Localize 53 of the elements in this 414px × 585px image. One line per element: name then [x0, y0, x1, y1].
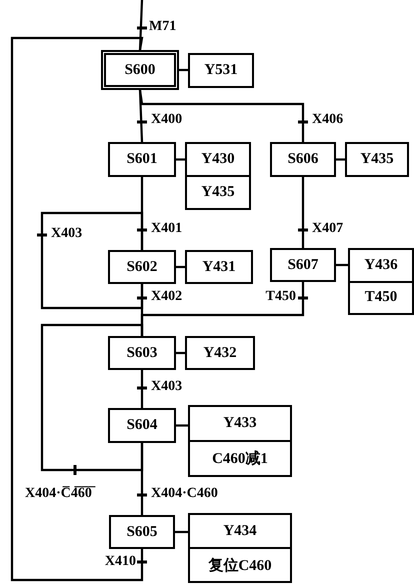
box-text: Y430 [200, 150, 236, 169]
box-text: S602 [126, 258, 158, 276]
box-text: S601 [126, 150, 158, 169]
box-text: Y436 [363, 256, 399, 275]
step-box [270, 248, 336, 282]
step-box [101, 50, 179, 90]
action-box [185, 250, 253, 284]
connector-line [138, 0, 144, 50]
connector-line [302, 177, 304, 248]
connector-line [176, 424, 188, 427]
box-text: C460减1 [190, 440, 290, 475]
action-box [185, 336, 255, 370]
connector-line [176, 158, 185, 161]
connector-line [179, 68, 188, 72]
step-box [109, 515, 175, 549]
box-text: Y435 [187, 175, 249, 208]
action-box [345, 142, 409, 177]
box-text: S605 [126, 522, 158, 542]
step-box [108, 142, 176, 177]
connector-line [40, 212, 144, 310]
connector-line [10, 36, 144, 582]
connector-line [336, 264, 348, 266]
box-text: S607 [286, 256, 320, 274]
box-text: S600 [124, 60, 156, 80]
connector-line [140, 443, 144, 515]
action-box [188, 405, 292, 477]
step-box [270, 142, 336, 177]
connector-line [176, 266, 185, 268]
action-box [185, 142, 251, 210]
box-text: Y432 [202, 344, 238, 362]
box-text: Y433 [222, 414, 258, 433]
box-text: T450 [350, 280, 412, 313]
connector-line [138, 90, 304, 142]
connector-line [140, 370, 144, 408]
connector-line [336, 158, 345, 161]
connector-line [40, 324, 144, 472]
box-text: Y435 [359, 150, 395, 169]
box-text: Y434 [222, 522, 258, 540]
box-text: S606 [286, 150, 320, 169]
connector-line [138, 90, 144, 142]
box-text: S604 [126, 416, 158, 435]
step-box [108, 250, 176, 284]
connector-line [176, 352, 185, 354]
step-box [108, 408, 176, 443]
action-box [188, 53, 254, 88]
box-text: 复位C460 [190, 547, 290, 581]
action-box [188, 513, 292, 583]
connector-line [175, 530, 188, 534]
box-text: S603 [126, 344, 158, 362]
step-box [108, 336, 176, 370]
box-text: Y431 [201, 258, 237, 276]
action-box [348, 248, 414, 315]
box-text: Y531 [203, 61, 239, 80]
